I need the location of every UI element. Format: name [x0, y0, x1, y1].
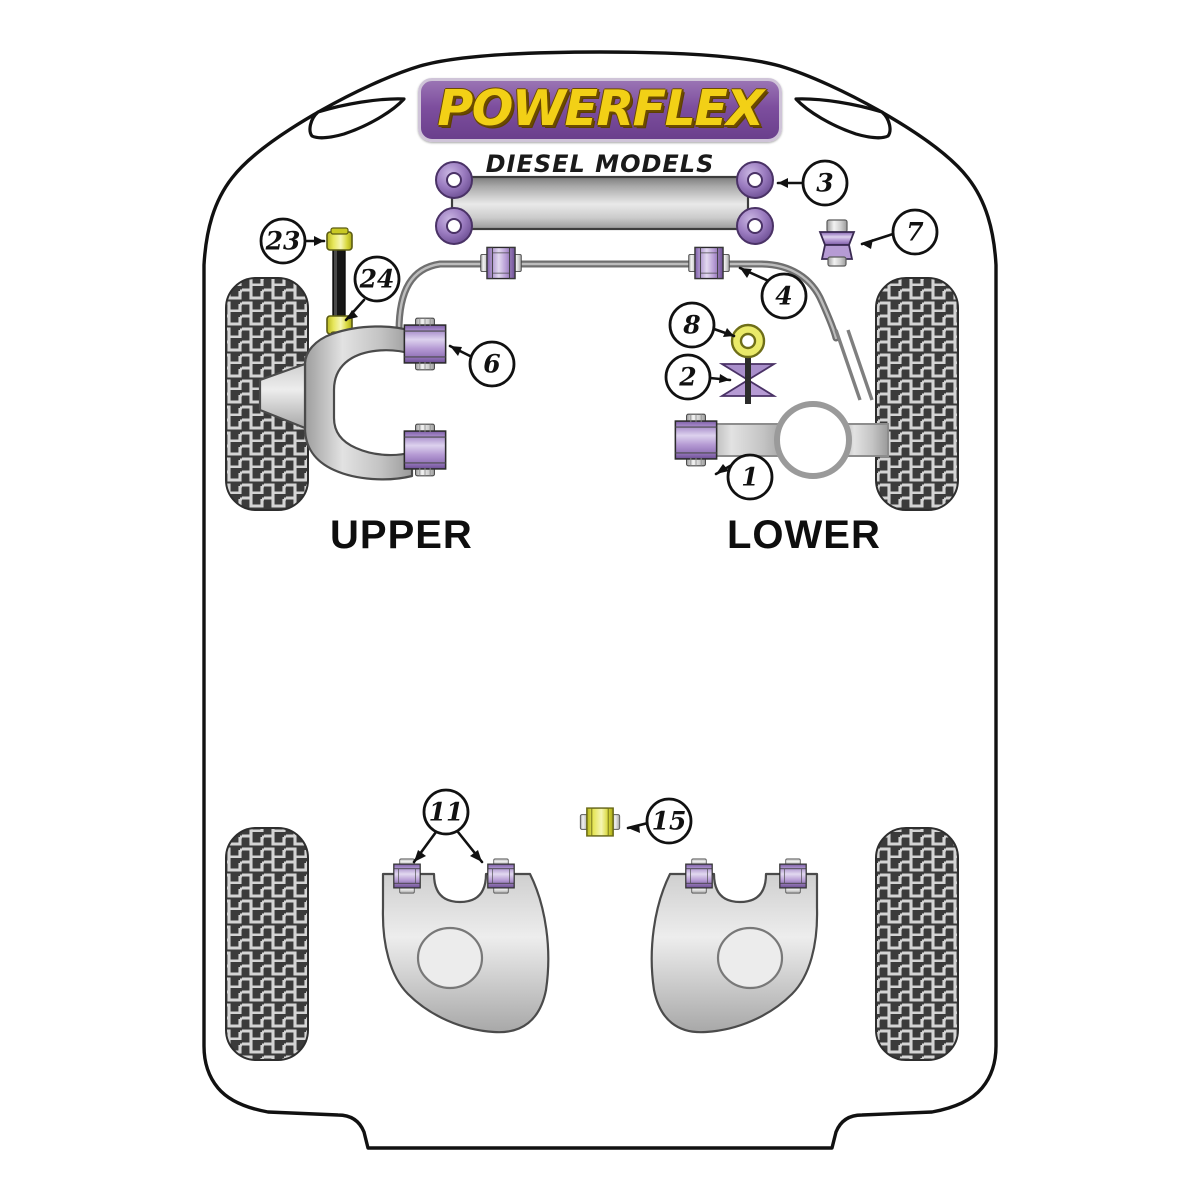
- wheel-front-right: [875, 277, 959, 511]
- callout-8[interactable]: 8: [668, 301, 716, 349]
- front-shock-absorber-washer: [730, 323, 766, 359]
- front-upper-wishbone: [258, 325, 414, 481]
- callout-1[interactable]: 1: [726, 453, 774, 501]
- callout-leaders: [303, 178, 895, 864]
- drop-link-upper-bushing: [326, 227, 353, 251]
- front-lower-wishbone: [699, 401, 889, 479]
- wheel-rear-left: [225, 827, 309, 1061]
- front-lower-wishbone-bush: [674, 413, 718, 467]
- front-subframe-bar: [450, 175, 750, 231]
- wheel-rear-right: [875, 827, 959, 1061]
- callout-7[interactable]: 7: [891, 208, 939, 256]
- callout-11[interactable]: 11: [422, 788, 470, 836]
- callout-8-number: 8: [682, 311, 700, 340]
- callout-24-number: 24: [359, 265, 395, 294]
- callout-15-number: 15: [652, 807, 687, 836]
- callout-7-number: 7: [906, 218, 924, 247]
- callout-2-number: 2: [678, 363, 696, 392]
- callout-2[interactable]: 2: [664, 353, 712, 401]
- callout-23-number: 23: [265, 227, 301, 256]
- callout-1-number: 1: [741, 463, 758, 492]
- callout-24[interactable]: 24: [353, 255, 401, 303]
- callout-3[interactable]: 3: [801, 159, 849, 207]
- rear-diff-mount-bush: [579, 807, 621, 837]
- front-anti-roll-bar: [395, 260, 840, 342]
- callout-6[interactable]: 6: [468, 340, 516, 388]
- callout-15[interactable]: 15: [645, 797, 693, 845]
- front-shock-top-mount-bushing: [818, 219, 874, 401]
- callout-4[interactable]: 4: [760, 272, 808, 320]
- callout-23[interactable]: 23: [259, 217, 307, 265]
- rear-trailing-arm-right: [650, 872, 819, 1034]
- rear-trailing-arm-left: [381, 872, 550, 1034]
- front-bump-stop: [718, 348, 778, 404]
- front-subframe-bushing: [435, 161, 774, 245]
- callout-6-number: 6: [483, 350, 500, 379]
- callout-11-number: 11: [429, 798, 464, 827]
- callout-3-number: 3: [816, 169, 833, 198]
- callout-4-number: 4: [775, 282, 792, 311]
